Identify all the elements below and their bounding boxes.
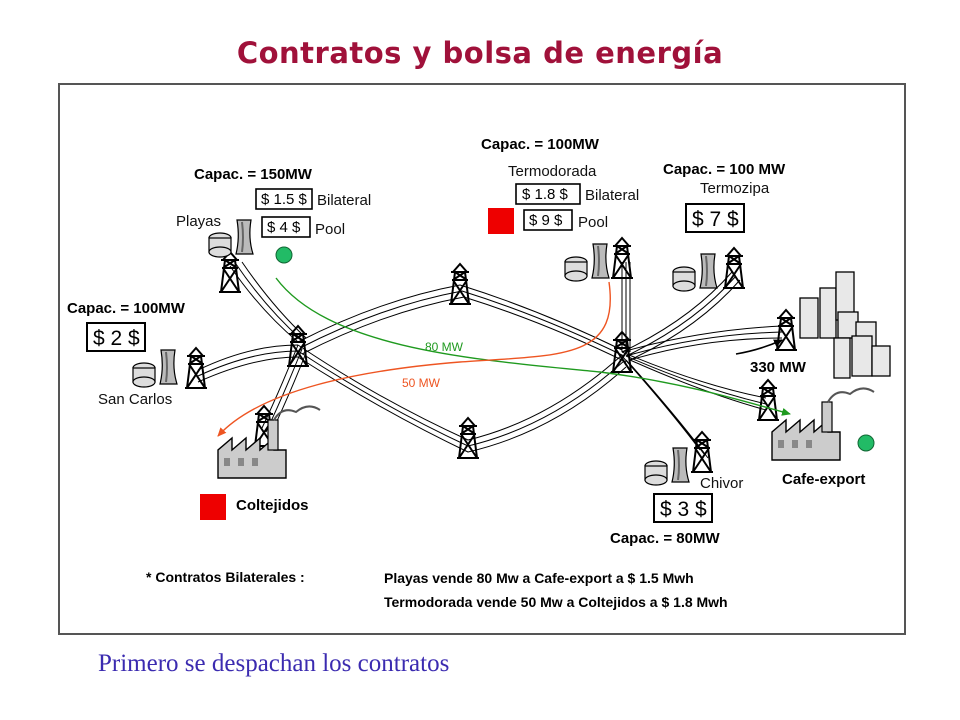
san-carlos-capacity: Capac. = 100MW: [67, 300, 186, 317]
bilateral-flow-orange: [217, 281, 611, 437]
termozipa-price: $ 7 $: [692, 208, 739, 231]
playas-bilateral-box: [255, 188, 313, 210]
city-demand-label: 330 MW: [750, 359, 807, 376]
termodorada-bilateral-box: [515, 183, 581, 205]
chivor-price: $ 3 $: [660, 498, 707, 521]
termodorada-bilateral-price: $ 1.8 $: [522, 186, 569, 203]
cafe-export-factory-icon: [771, 387, 875, 461]
city-buildings-icon: [799, 271, 891, 379]
tower-icon: [774, 309, 798, 351]
termodorada-pool-label: Pool: [578, 214, 608, 231]
playas-pool-price: $ 4 $: [267, 219, 301, 236]
tower-icon: [722, 247, 746, 289]
orange-flow-label: 50 MW: [402, 376, 441, 390]
san-carlos-price: $ 2 $: [93, 327, 140, 350]
coltejidos-name: Coltejidos: [236, 497, 309, 514]
green-flow-label: 80 MW: [425, 340, 464, 354]
footer-caption: Primero se despachan los contratos: [98, 650, 450, 677]
tower-icon: [218, 251, 242, 293]
san-carlos-plant-icon: [132, 349, 178, 388]
termodorada-name: Termodorada: [508, 163, 597, 180]
tower-icon: [756, 379, 780, 421]
tower-icon: [184, 347, 208, 389]
notes-line-2: Termodorada vende 50 Mw a Coltejidos a $…: [384, 594, 728, 610]
termodorada-bilateral-label: Bilateral: [585, 187, 639, 204]
termodorada-plant-icon: [564, 243, 610, 282]
playas-bilateral-price: $ 1.5 $: [261, 191, 308, 208]
page-title: Contratos y bolsa de energía: [236, 36, 724, 70]
city-demand-arrow: [735, 339, 783, 355]
cafe-export-name: Cafe-export: [782, 471, 865, 488]
playas-green-marker: [275, 246, 293, 264]
playas-pool-label: Pool: [315, 221, 345, 238]
coltejidos-red-marker: [200, 494, 226, 520]
termozipa-name: Termozipa: [700, 180, 770, 197]
termodorada-pool-price: $ 9 $: [529, 212, 563, 229]
chivor-name: Chivor: [700, 475, 743, 492]
chivor-price-box: [653, 493, 713, 523]
playas-name: Playas: [176, 213, 221, 230]
termozipa-plant-icon: [672, 253, 718, 292]
termodorada-red-marker: [488, 208, 514, 234]
bilateral-flow-green: [275, 277, 791, 416]
notes-line-1: Playas vende 80 Mw a Cafe-export a $ 1.5…: [384, 570, 694, 586]
playas-bilateral-label: Bilateral: [317, 192, 371, 209]
termodorada-capacity: Capac. = 100MW: [481, 136, 600, 153]
cafe-export-green-marker: [857, 434, 875, 452]
chivor-plant-icon: [644, 447, 690, 486]
transmission-lines: [197, 261, 783, 459]
chivor-capacity: Capac. = 80MW: [610, 530, 720, 547]
playas-capacity: Capac. = 150MW: [194, 166, 313, 183]
playas-pool-box: [261, 216, 311, 238]
diagram-frame: [58, 83, 906, 635]
san-carlos-price-box: [86, 322, 146, 352]
notes-heading: * Contratos Bilaterales :: [146, 569, 305, 585]
san-carlos-name: San Carlos: [98, 391, 172, 408]
termodorada-pool-box: [523, 209, 573, 231]
termozipa-capacity: Capac. = 100 MW: [663, 161, 786, 178]
termozipa-price-box: [685, 203, 745, 233]
